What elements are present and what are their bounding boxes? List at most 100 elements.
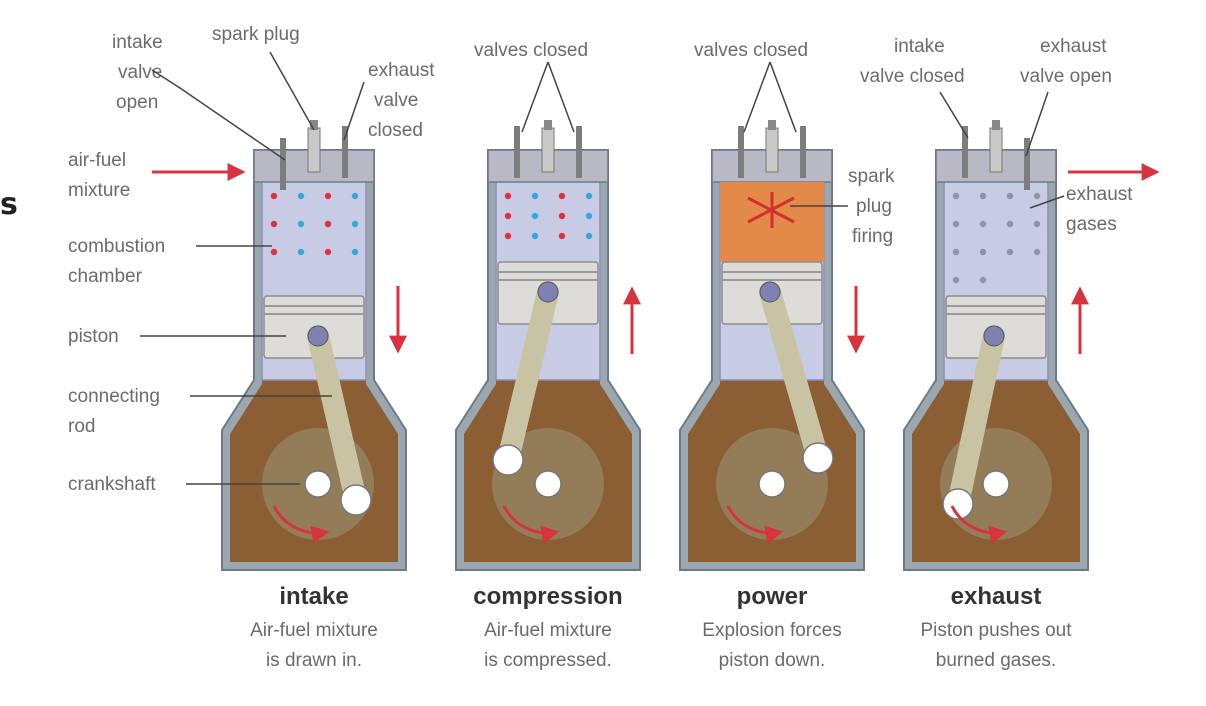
spark-plug [308, 128, 320, 172]
leader-line [344, 82, 364, 140]
wrist-pin [538, 282, 558, 302]
crank-pin [803, 443, 833, 473]
stroke-description: Piston pushes out [920, 620, 1072, 641]
wrist-pin [984, 326, 1004, 346]
label-combustion-chamber: combustion chamber [68, 236, 165, 287]
label-line: intake [112, 32, 163, 53]
spark-plug-tip [768, 120, 776, 130]
caption-intake: intake Air-fuel mixture is drawn in. [250, 583, 378, 671]
stroke-title: power [737, 583, 808, 610]
label-valves-closed-compression: valves closed [474, 40, 588, 61]
fuel-particle [586, 233, 592, 239]
label-intake-valve-closed: intake valve closed [860, 36, 965, 87]
label-exhaust-valve-open: exhaust valve open [1020, 36, 1112, 87]
fuel-particle [505, 213, 511, 219]
exhaust-particle [1034, 193, 1040, 199]
stroke-description: is drawn in. [266, 650, 362, 671]
crank-main-bearing [759, 471, 785, 497]
fuel-particle [559, 193, 565, 199]
exhaust-particle [1034, 249, 1040, 255]
exhaust-particle [953, 221, 959, 227]
exhaust-particle [1007, 193, 1013, 199]
label-spark-plug: spark plug [212, 24, 300, 45]
label-valves-closed-power: valves closed [694, 40, 808, 61]
label-line: chamber [68, 266, 143, 287]
crank-main-bearing [305, 471, 331, 497]
fuel-particle [505, 193, 511, 199]
label-line: valve closed [860, 66, 965, 87]
stroke-description: piston down. [719, 650, 826, 671]
exhaust-particle [953, 193, 959, 199]
leader-line [152, 70, 285, 160]
label-line: mixture [68, 180, 130, 201]
fuel-particle [325, 221, 331, 227]
crank-main-bearing [535, 471, 561, 497]
engine-intake [222, 120, 406, 570]
label-line: gases [1066, 214, 1117, 235]
leader-line [940, 92, 968, 138]
label-line: intake [894, 36, 945, 57]
stroke-title: intake [279, 583, 348, 610]
label-line: plug [856, 196, 892, 217]
caption-exhaust: exhaust Piston pushes out burned gases. [920, 583, 1072, 671]
wrist-pin [760, 282, 780, 302]
label-line: combustion [68, 236, 165, 257]
fuel-particle [298, 221, 304, 227]
spark-plug-tip [544, 120, 552, 130]
exhaust-valve [800, 126, 806, 178]
stroke-description: Air-fuel mixture [250, 620, 378, 641]
fuel-particle [271, 193, 277, 199]
fuel-particle [352, 193, 358, 199]
engine-compression [456, 120, 640, 570]
stroke-description: Air-fuel mixture [484, 620, 612, 641]
label-line: spark [848, 166, 895, 187]
label-line: rod [68, 416, 95, 437]
fuel-particle [532, 213, 538, 219]
label-exhaust-gases: exhaust gases [1066, 184, 1133, 235]
intake-valve [514, 126, 520, 178]
exhaust-particle [980, 277, 986, 283]
stroke-title: compression [473, 583, 622, 610]
crank-main-bearing [983, 471, 1009, 497]
fuel-particle [586, 193, 592, 199]
label-line: valve open [1020, 66, 1112, 87]
fuel-particle [559, 233, 565, 239]
leader-line [270, 52, 314, 130]
label-line: connecting [68, 386, 160, 407]
label-crankshaft: crankshaft [68, 474, 156, 495]
leader-line [1026, 92, 1048, 156]
label-line: firing [852, 226, 893, 247]
label-air-fuel-mixture: air-fuel mixture [68, 150, 130, 201]
label-line: open [116, 92, 158, 113]
fuel-particle [586, 213, 592, 219]
wrist-pin [308, 326, 328, 346]
fuel-particle [559, 213, 565, 219]
fuel-particle [271, 221, 277, 227]
spark-plug-tip [992, 120, 1000, 130]
exhaust-valve [576, 126, 582, 178]
exhaust-particle [980, 221, 986, 227]
exhaust-particle [980, 249, 986, 255]
leader-line [744, 62, 770, 132]
fuel-particle [325, 249, 331, 255]
fuel-particle [532, 193, 538, 199]
label-exhaust-valve-closed: exhaust valve closed [368, 60, 435, 141]
exhaust-valve [342, 126, 348, 178]
label-connecting-rod: connecting rod [68, 386, 160, 437]
exhaust-particle [1034, 221, 1040, 227]
exhaust-particle [953, 249, 959, 255]
exhaust-particle [1007, 221, 1013, 227]
exhaust-particle [1007, 249, 1013, 255]
intake-valve [280, 138, 286, 190]
label-line: closed [368, 120, 423, 141]
caption-compression: compression Air-fuel mixture is compress… [473, 583, 622, 671]
exhaust-particle [980, 193, 986, 199]
label-piston: piston [68, 326, 119, 347]
label-line: exhaust [1040, 36, 1107, 57]
stroke-description: Explosion forces [702, 620, 841, 641]
caption-power: power Explosion forces piston down. [702, 583, 841, 671]
stroke-title: exhaust [951, 583, 1042, 610]
engine-exhaust [904, 120, 1088, 570]
